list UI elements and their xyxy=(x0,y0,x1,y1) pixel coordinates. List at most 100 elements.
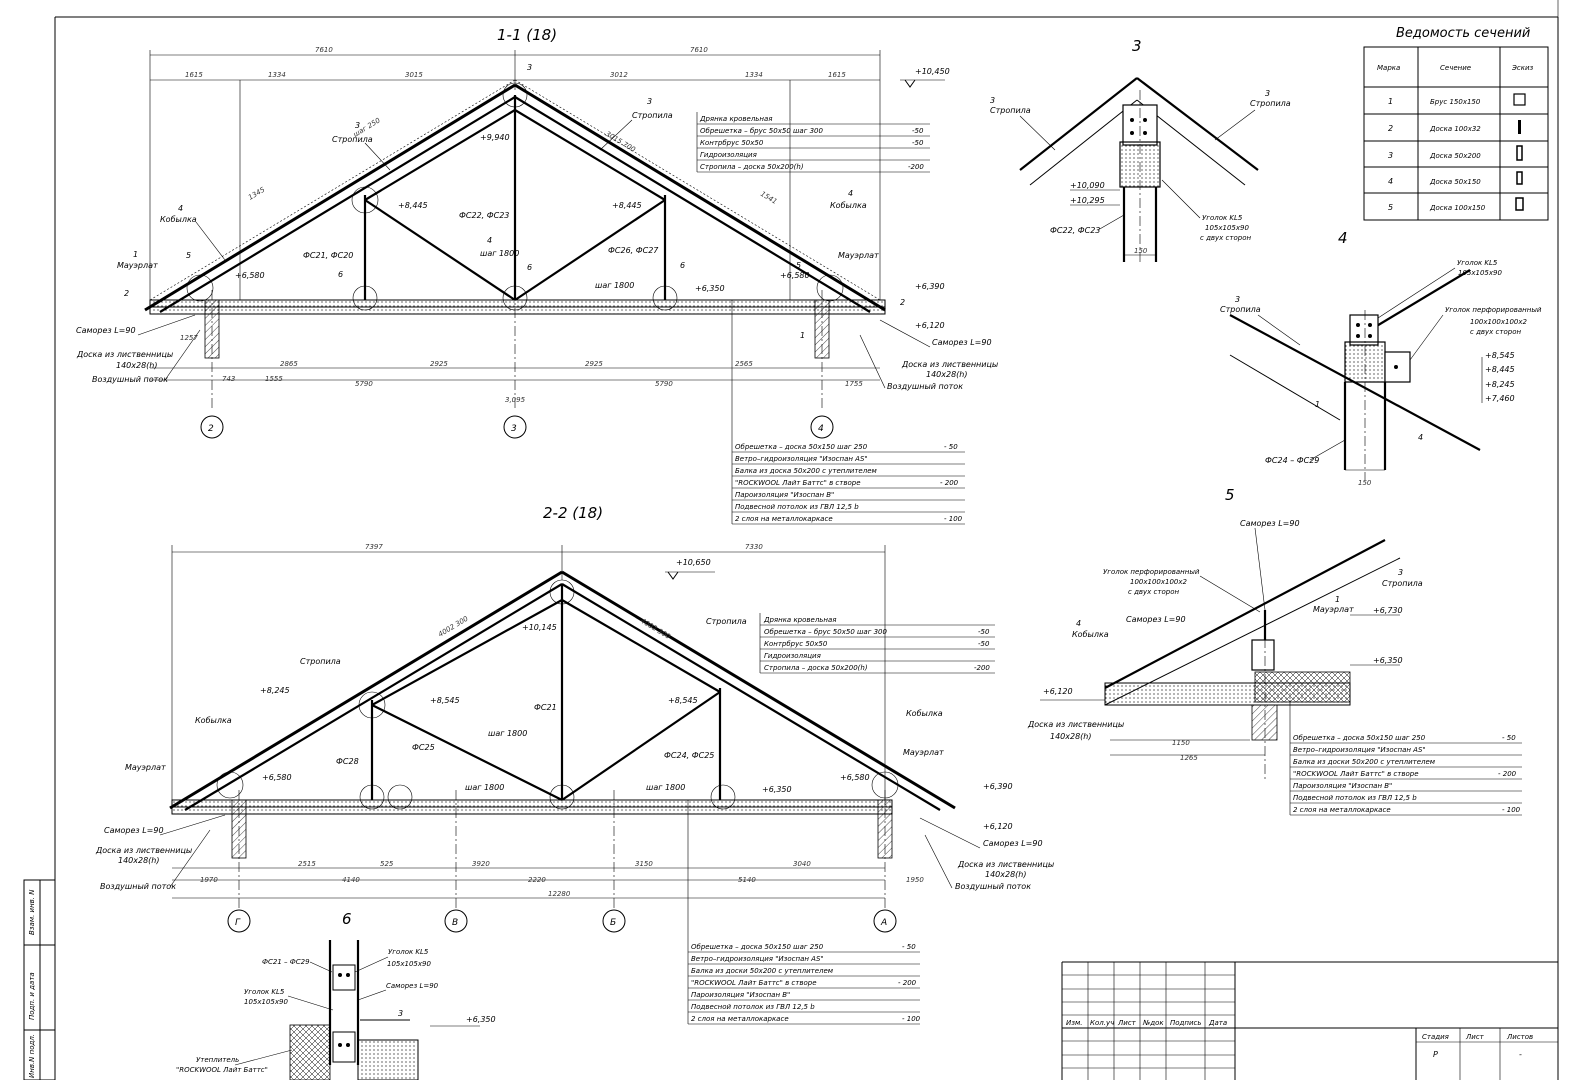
drawing-label: 12280 xyxy=(548,890,571,898)
drawing-label: 743 xyxy=(222,375,235,383)
drawing-label: 5790 xyxy=(355,380,373,388)
drawing-label: Доска из лиственницы xyxy=(957,860,1054,869)
drawing-label: 5140 xyxy=(738,876,756,884)
side-stamp: Взам. инв. N Подп. и дата Инв.N подл. xyxy=(23,879,56,1080)
drawing-label: с двух сторон xyxy=(1128,588,1179,596)
drawing-label: Кобылка xyxy=(1072,630,1109,639)
drawing-label: Дрянка кровельная xyxy=(763,616,837,624)
drawing-label: Ветро–гидроизоляция "Изоспан АS" xyxy=(1293,746,1426,754)
drawing-label: 2 xyxy=(1388,124,1393,133)
drawing-label: шаг 1800 xyxy=(480,249,519,258)
drawing-label: Стропила xyxy=(1220,305,1261,314)
drawing-label: 100х100х100х2 xyxy=(1470,318,1528,326)
drawing-label: Подвесной потолок из ГВЛ 12,5 b xyxy=(691,1003,815,1011)
drawing-label: 1345 xyxy=(247,185,267,201)
drawing-label: 4 xyxy=(487,236,492,245)
drawing-label: 5 xyxy=(1388,203,1393,212)
drawing-label: Доска 50х200 xyxy=(1429,152,1481,160)
drawing-label: Гидроизоляция xyxy=(700,151,757,159)
drawing-label: Доска из лиственницы xyxy=(95,846,192,855)
drawing-label: Воздушный поток xyxy=(887,382,963,391)
drawing-label: 4 xyxy=(1388,177,1393,186)
drawing-label: - 100 xyxy=(1502,806,1521,814)
drawing-label: 3 xyxy=(355,121,360,130)
drawing-label: 3 xyxy=(1265,89,1270,98)
drawing-label: Балка из доски 50х200 с утеплителем xyxy=(691,967,834,975)
drawing-label: 3040 xyxy=(793,860,811,868)
axis-2: 2 xyxy=(208,424,214,434)
drawing-label: 3 xyxy=(527,63,532,72)
drawing-label: Уголок KL5 xyxy=(1457,259,1498,267)
drawing-label: 6 xyxy=(338,270,343,279)
drawing-label: Воздушный поток xyxy=(955,882,1031,891)
drawing-label: Контрбрус 50х50 xyxy=(700,139,764,147)
drawing-label: -200 xyxy=(908,163,924,171)
drawing-label: Доска 100х32 xyxy=(1429,125,1481,133)
drawing-label: Саморез L=90 xyxy=(104,826,164,835)
drawing-label: 7610 xyxy=(315,46,333,54)
drawing-label: Дата xyxy=(1208,1019,1227,1027)
drawing-label: 3920 xyxy=(472,860,490,868)
drawing-label: Контрбрус 50х50 xyxy=(764,640,828,648)
drawing-label: 6 xyxy=(342,910,352,928)
drawing-label: Стадия xyxy=(1422,1033,1449,1041)
drawing-label: Подвесной потолок из ГВЛ 12,5 b xyxy=(1293,794,1417,802)
drawing-label: Утеплитель xyxy=(196,1056,239,1064)
drawing-label: Уголок перфорированный xyxy=(1103,568,1200,576)
roof-spec-1-1: Дрянка кровельная Обрешетка – брус 50х50… xyxy=(696,112,930,173)
drawing-label: Балка из доски 50х200 с утеплителем xyxy=(1293,758,1436,766)
drawing-label: +8,445 xyxy=(1485,365,1515,374)
drawing-label: Балка из доска 50х200 с утеплителем xyxy=(735,467,878,475)
drawing-label: +10,145 xyxy=(522,623,557,632)
drawing-label: +6,580 xyxy=(840,773,870,782)
drawing-label: 105х105х90 xyxy=(244,998,288,1006)
drawing-label: Доска из лиственницы xyxy=(901,360,998,369)
rafter-right xyxy=(514,79,886,313)
drawing-label: "ROCKWOOL Лайт Баттс" в створе xyxy=(735,479,861,487)
schedule-title: Ведомость сечений xyxy=(1396,26,1530,41)
drawing-label: 140х28(h) xyxy=(118,856,160,865)
drawing-label: Стропила xyxy=(1382,579,1423,588)
drawing-label: 1755 xyxy=(845,380,863,388)
drawing-label: 1150 xyxy=(1172,739,1190,747)
drawing-label: шаг 1800 xyxy=(465,783,504,792)
drawing-label: - 200 xyxy=(898,979,917,987)
drawing-label: 4 xyxy=(1418,433,1423,442)
drawing-label: 4 xyxy=(1076,619,1081,628)
sheet-frame xyxy=(54,0,1559,1080)
drawing-label: Обрешетка – доска 50х150 шаг 250 xyxy=(1293,734,1426,742)
drawing-label: Дрянка кровельная xyxy=(699,115,773,123)
drawing-label: 4140 xyxy=(342,876,360,884)
drawing-label: Обрешетка – брус 50х50 шаг 300 xyxy=(700,127,823,135)
drawing-label: 150 xyxy=(1134,247,1148,255)
drawing-label: Стропила xyxy=(990,106,1031,115)
drawing-label: +6,730 xyxy=(1373,606,1403,615)
side-label-1: Взам. инв. N xyxy=(28,889,36,935)
drawing-label: 1 xyxy=(133,250,138,259)
drawing-label: Саморез L=90 xyxy=(76,326,136,335)
axis-3: 3 xyxy=(511,424,517,434)
node-5: 5 Саморез L=90 Уголок перфорированный 10… xyxy=(1027,486,1522,816)
drawing-label: +6,120 xyxy=(915,321,945,330)
drawing-label: 105х105х90 xyxy=(387,960,431,968)
drawing-label: Стропила xyxy=(332,135,373,144)
drawing-label: - 50 xyxy=(1502,734,1516,742)
drawing-label: №док xyxy=(1142,1019,1164,1027)
drawing-label: 1541 xyxy=(759,190,778,206)
drawing-label: 3 xyxy=(990,96,995,105)
drawing-label: +10,295 xyxy=(1070,196,1105,205)
drawing-label: 1334 xyxy=(745,71,763,79)
drawing-label: 140х28(h) xyxy=(926,370,968,379)
drawing-label: Р xyxy=(1433,1050,1438,1059)
drawing-label: +6,350 xyxy=(466,1015,496,1024)
drawing-label: Стропила xyxy=(706,617,747,626)
drawing-label: Пароизоляция "Изоспан В" xyxy=(691,991,790,999)
drawing-label: Саморез L=90 xyxy=(386,982,439,990)
rafter-left xyxy=(144,79,516,313)
drawing-label: 3012 xyxy=(610,71,628,79)
drawing-label: 2925 xyxy=(585,360,603,368)
drawing-label: 1555 xyxy=(265,375,283,383)
drawing-label: Саморез L=90 xyxy=(1126,615,1186,624)
drawing-label: Саморез L=90 xyxy=(1240,519,1300,528)
drawing-label: - 200 xyxy=(1498,770,1517,778)
